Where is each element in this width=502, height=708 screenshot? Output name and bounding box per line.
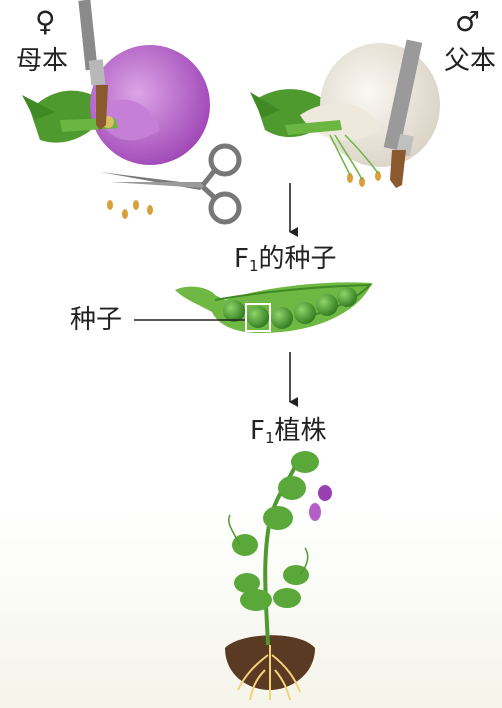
male-symbol: ♂	[455, 5, 481, 38]
seed-highlight-box	[245, 303, 271, 332]
female-symbol: ♀	[35, 5, 56, 38]
cut-stamens	[107, 200, 153, 219]
mother-label: 母本	[16, 46, 69, 76]
f1-seeds-label: F1的种子	[234, 246, 337, 274]
f1-plants-suffix: 植株	[274, 416, 327, 446]
f1-plants-label: F1植株	[250, 418, 327, 446]
f1-plants-prefix: F	[250, 416, 265, 446]
f1-plants-subscript: 1	[264, 429, 275, 447]
f1-plant	[225, 451, 332, 701]
scissors-icon	[100, 143, 242, 225]
peas	[223, 287, 357, 329]
pea-flowers	[309, 485, 332, 521]
f1-seeds-subscript: 1	[248, 257, 259, 275]
father-label: 父本	[444, 46, 497, 76]
seed-callout-label: 种子	[70, 305, 123, 335]
f1-seeds-prefix: F	[234, 244, 249, 274]
father-brush-icon	[383, 39, 423, 188]
roots	[237, 645, 301, 701]
f1-seeds-suffix: 的种子	[258, 244, 337, 274]
pea-pod	[175, 282, 373, 333]
brush-icon	[78, 0, 108, 130]
mother-flower	[22, 45, 210, 165]
